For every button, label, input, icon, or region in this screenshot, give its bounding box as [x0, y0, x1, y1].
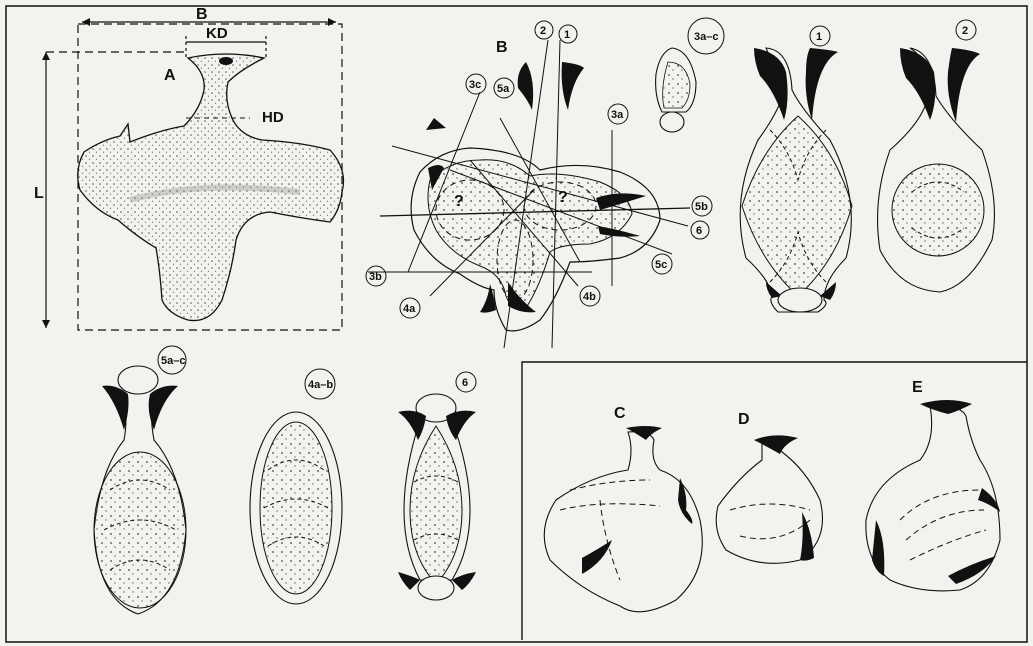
- label-dim-b: B: [196, 6, 208, 23]
- label-inset-e: E: [912, 379, 923, 396]
- label-dim-hd: HD: [262, 109, 284, 126]
- panel-b-sectioned-vessel: [368, 40, 690, 348]
- cross-section-4a-b: 4a–b: [250, 369, 342, 604]
- cross-section-5a-c: 5a–c: [94, 346, 186, 614]
- marker-4a: 4a: [403, 303, 416, 315]
- label-dim-l: L: [34, 185, 44, 202]
- cross-section-6: 6: [398, 372, 476, 600]
- label-5a-c: 5a–c: [161, 355, 185, 367]
- label-dim-kd: KD: [206, 25, 228, 42]
- marker-1: 1: [564, 29, 570, 41]
- label-inset-d: D: [738, 411, 750, 428]
- label-4a-b: 4a–b: [308, 379, 333, 391]
- vessel-c: [544, 426, 702, 612]
- marker-3c: 3c: [469, 79, 481, 91]
- label-panel-b: B: [496, 39, 508, 56]
- marker-5b: 5b: [695, 201, 708, 213]
- cross-section-1: 1: [740, 26, 852, 312]
- marker-2: 2: [540, 25, 546, 37]
- marker-5c: 5c: [655, 259, 667, 271]
- marker-3a: 3a: [611, 109, 624, 121]
- panel-a-vessel: [42, 18, 344, 330]
- label-3a-c: 3a–c: [694, 31, 718, 43]
- label-section-2: 2: [962, 25, 968, 37]
- marker-6: 6: [696, 225, 702, 237]
- marker-3b: 3b: [369, 271, 382, 283]
- label-section-6: 6: [462, 377, 468, 389]
- vessel-e: [866, 400, 1000, 591]
- cross-section-2: 2: [878, 20, 995, 292]
- label-panel-a: A: [164, 67, 176, 84]
- cross-section-3a-c: 3a–c: [656, 18, 724, 132]
- mouth-opening: [219, 57, 233, 65]
- marker-5a: 5a: [497, 83, 510, 95]
- question-mark-right: ?: [558, 189, 568, 206]
- vessel-d: [716, 435, 822, 563]
- label-inset-c: C: [614, 405, 626, 422]
- question-mark-left: ?: [454, 193, 464, 210]
- inset-panel: C D E: [522, 362, 1027, 640]
- marker-4b: 4b: [583, 291, 596, 303]
- label-section-1: 1: [816, 31, 822, 43]
